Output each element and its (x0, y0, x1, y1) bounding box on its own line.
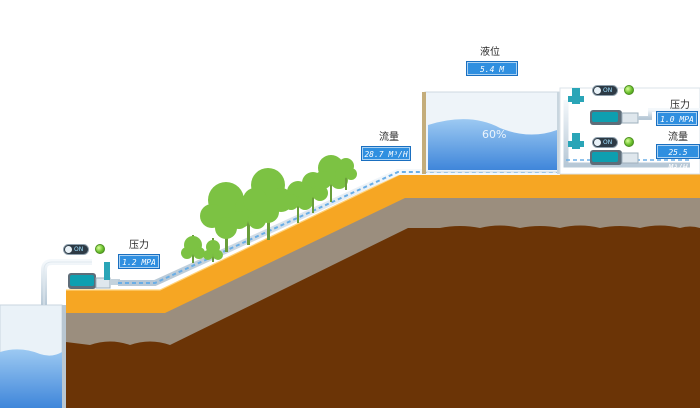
readout-level-top: 5.4 M (466, 61, 518, 76)
label-pressure-left: 压力 (129, 240, 149, 251)
readout-flow-mid: 28.7 M³/H (361, 146, 411, 161)
readout-flow-right: 25.5 M³/H (656, 144, 700, 172)
left-pump-icon[interactable] (68, 262, 120, 289)
soil-orange-layer (66, 172, 700, 313)
tank-fill-percent: 60% (482, 128, 507, 141)
switch-knob (594, 87, 601, 94)
right-pump-lower-switch[interactable]: ON (592, 137, 618, 148)
tree-group (181, 155, 357, 263)
upper-tank-water (428, 119, 557, 170)
switch-state: ON (74, 246, 84, 253)
right-pump-upper-switch[interactable]: ON (592, 85, 618, 96)
readout-pressure-right: 1.0 MPA (656, 111, 698, 126)
switch-knob (65, 246, 72, 253)
label-level-top: 液位 (480, 47, 500, 58)
switch-state: ON (603, 139, 613, 146)
left-pump-switch[interactable]: ON (63, 244, 89, 255)
readout-pressure-left: 1.2 MPA (118, 254, 160, 269)
switch-state: ON (603, 87, 613, 94)
right-pump-lower-status-lamp (624, 137, 634, 147)
label-flow-mid: 流量 (379, 132, 399, 143)
soil-grey-layer (66, 190, 700, 345)
right-pump-upper-status-lamp (624, 85, 634, 95)
right-pump-upper-icon[interactable] (568, 88, 700, 125)
left-pump-status-lamp (95, 244, 105, 254)
left-reservoir-water (0, 349, 62, 408)
switch-knob (594, 139, 601, 146)
label-pressure-right: 压力 (670, 100, 690, 111)
right-pump-lower-icon[interactable] (568, 133, 639, 165)
soil-brown-layer (66, 205, 700, 408)
label-flow-right: 流量 (668, 132, 688, 143)
